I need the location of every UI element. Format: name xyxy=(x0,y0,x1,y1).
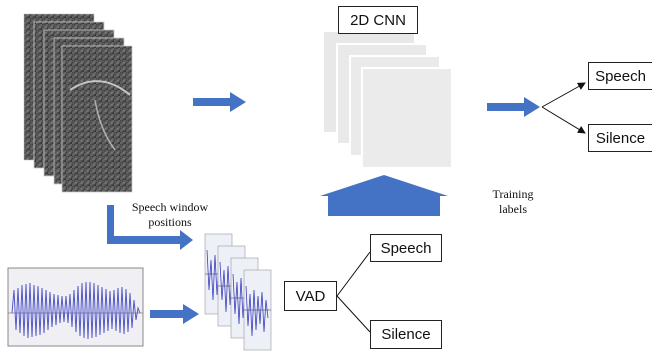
waveform-to-windows-arrow xyxy=(150,304,199,324)
cnn-title-box: 2D CNN xyxy=(338,6,418,34)
vad-label: VAD xyxy=(295,287,326,305)
output-silence-label: Silence xyxy=(595,129,646,147)
waveform-image-icon xyxy=(7,267,144,347)
vad-silence-box: Silence xyxy=(370,320,442,349)
vad-speech-box: Speech xyxy=(370,234,442,262)
training-labels-arrow xyxy=(320,175,448,216)
vad-branch-speech xyxy=(336,251,371,297)
output-speech-label: Speech xyxy=(595,67,646,85)
speech-window-positions-text: Speech window positions xyxy=(131,200,209,229)
vad-speech-label: Speech xyxy=(380,239,432,257)
cnn-layer-stack xyxy=(324,32,453,169)
cnn-title: 2D CNN xyxy=(350,11,406,29)
output-branch-silence xyxy=(541,106,586,134)
vad-silence-label: Silence xyxy=(381,326,431,343)
output-speech-box: Speech xyxy=(588,62,652,90)
spectrogram-window-stack-icon xyxy=(204,233,272,351)
vad-box: VAD xyxy=(284,281,337,311)
speech-window-arrow xyxy=(107,205,193,250)
frames-to-cnn-arrow xyxy=(193,92,246,112)
vad-branch-silence xyxy=(336,295,371,333)
output-silence-box: Silence xyxy=(588,124,652,152)
cnn-to-output-arrow xyxy=(487,97,540,117)
ultrasound-frame-stack-icon xyxy=(23,13,133,193)
training-labels-text: Training labels xyxy=(492,187,534,216)
output-branch-speech xyxy=(541,82,586,108)
